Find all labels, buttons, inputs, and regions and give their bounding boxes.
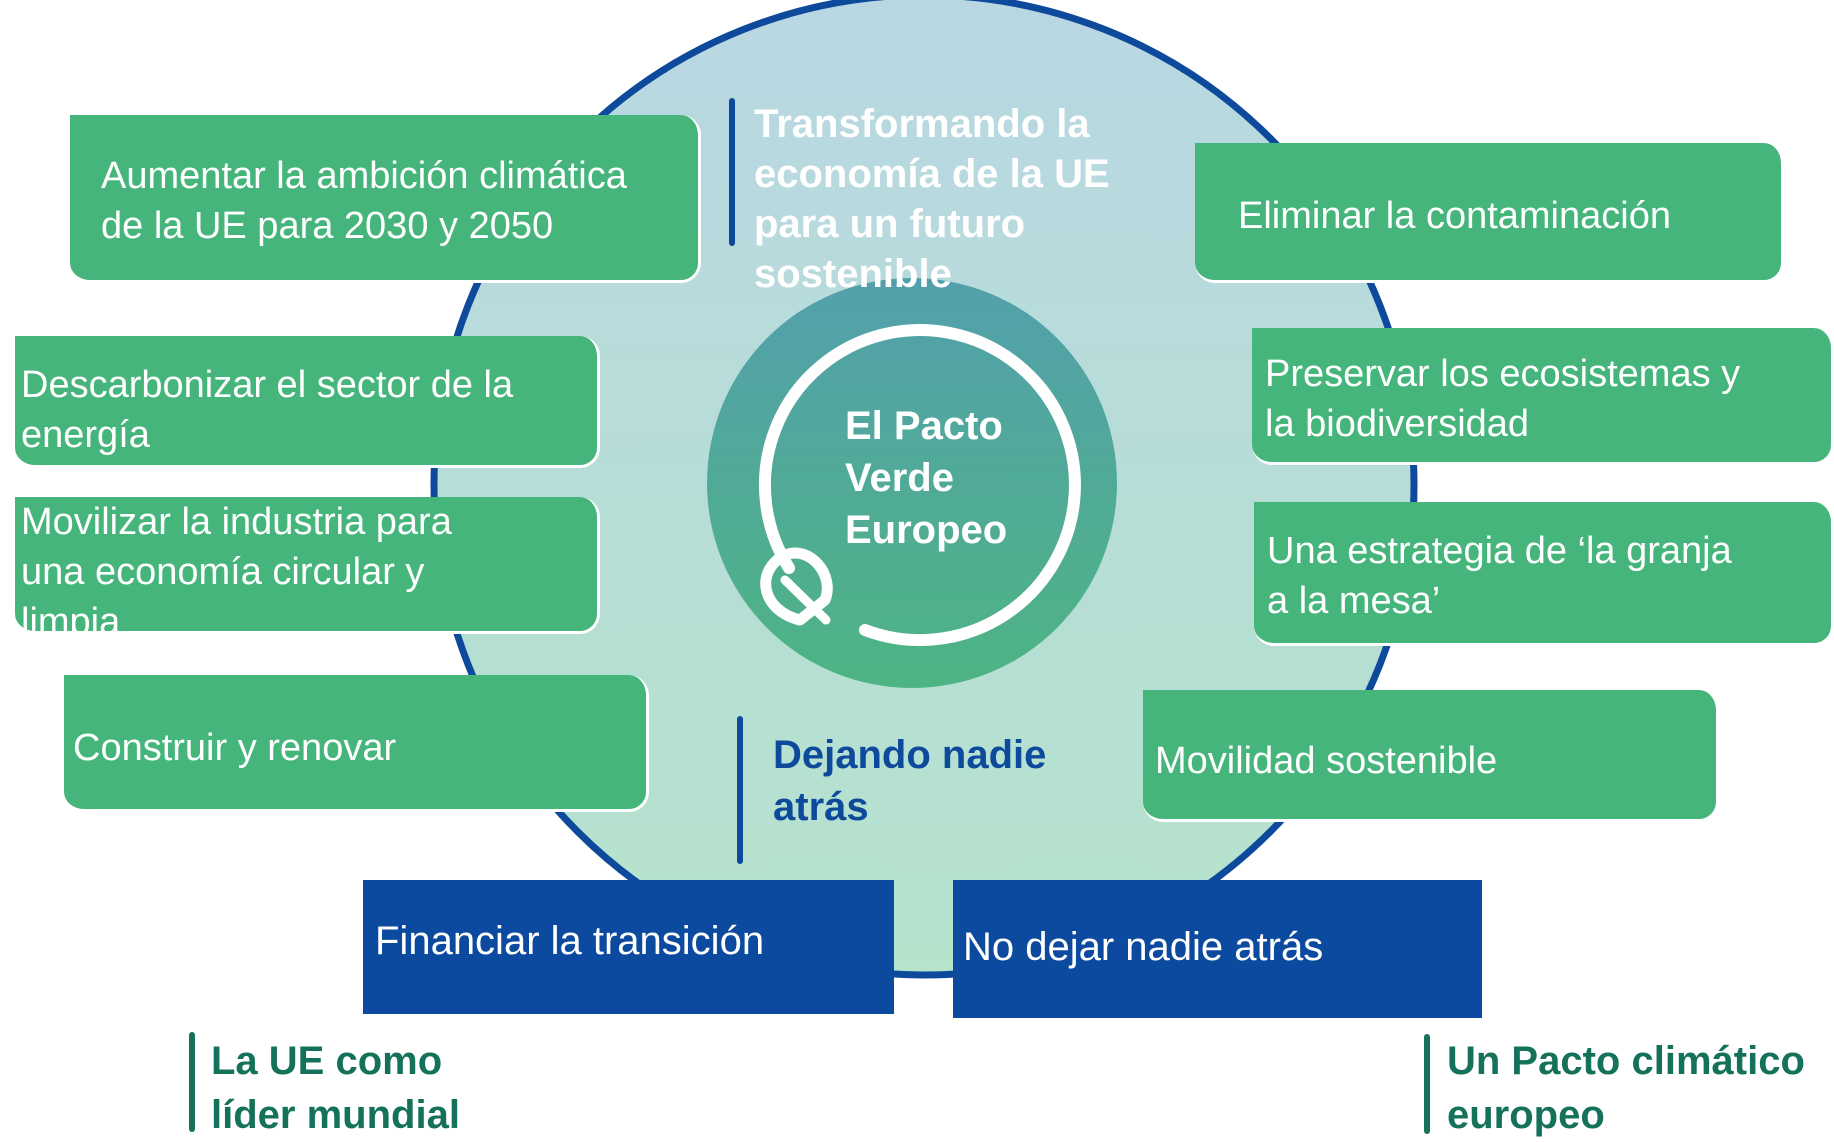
left-box-climate-ambition: Aumentar la ambición climática de la UE … <box>70 115 701 283</box>
corner-label-climate-pact: Un Pacto climático europeo <box>1447 1039 1805 1137</box>
diagram-title: Transformando la economía de la UE para … <box>754 102 1110 296</box>
center-label: El Pacto Verde Europeo <box>845 404 1008 552</box>
right-box-mobility: Movilidad sostenible <box>1143 690 1719 822</box>
bottom-box-leave-no-one: No dejar nadie atrás <box>953 880 1482 1018</box>
leaf-icon <box>760 547 833 626</box>
sub-label: Dejando nadie atrás <box>773 733 1047 829</box>
right-box-farm-to-fork: Una estrategia de ‘la granja a la mesa’ <box>1254 502 1834 646</box>
left-box-build-renovate: Construir y renovar <box>64 675 649 812</box>
right-box-ecosystems: Preservar los ecosistemas y la biodivers… <box>1252 328 1834 465</box>
left-box-circular-industry: Movilizar la industria para una economía… <box>15 497 600 634</box>
sub-label-accent-line <box>737 716 743 864</box>
bottom-box-finance: Financiar la transición <box>363 880 894 1014</box>
right-corner-accent-line <box>1424 1034 1430 1134</box>
left-box-decarbonize-energy: Descarbonizar el sector de la energía <box>15 336 600 468</box>
right-box-pollution: Eliminar la contaminación <box>1195 143 1784 283</box>
title-accent-line <box>729 98 735 246</box>
center-ring <box>759 324 1081 646</box>
corner-label-world-leader: La UE como líder mundial <box>211 1039 460 1137</box>
left-corner-accent-line <box>189 1032 195 1132</box>
